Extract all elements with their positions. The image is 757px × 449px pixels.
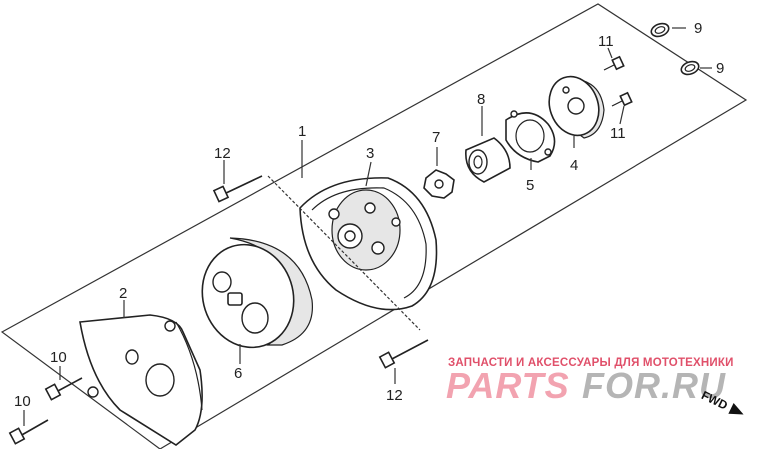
gasket — [505, 110, 556, 163]
label-part-8: 8 — [477, 91, 485, 108]
watermark-subtitle: ЗАПЧАСТИ И АКСЕССУАРЫ ДЛЯ МОТОТЕХНИКИ — [448, 357, 734, 369]
bolt-10-upper — [44, 377, 83, 401]
o-ring-upper — [650, 22, 670, 38]
label-part-9-upper: 9 — [694, 20, 702, 37]
outer-rotor — [465, 137, 511, 183]
inner-rotor — [423, 169, 455, 199]
label-part-11-lower: 11 — [610, 125, 626, 142]
label-part-5: 5 — [526, 177, 534, 194]
screw-lower — [611, 91, 633, 107]
drive-gear — [201, 237, 314, 349]
bolt-upper — [212, 175, 263, 203]
bolt-10-lower — [8, 419, 49, 445]
label-part-9-lower: 9 — [716, 60, 724, 77]
label-part-2: 2 — [119, 285, 127, 302]
screw-upper — [603, 55, 625, 71]
label-part-12-upper: 12 — [214, 145, 231, 162]
assembly-frame — [0, 3, 748, 449]
watermark-brand-right: FOR.RU — [582, 365, 726, 406]
label-part-6: 6 — [234, 365, 242, 382]
fwd-arrow-icon — [728, 402, 744, 415]
label-part-12-lower: 12 — [386, 387, 403, 404]
label-part-7: 7 — [432, 129, 440, 146]
pump-body — [299, 177, 438, 311]
o-ring-lower — [680, 60, 700, 76]
label-part-1: 1 — [298, 123, 306, 140]
label-part-3: 3 — [366, 145, 374, 162]
watermark: ЗАПЧАСТИ И АКСЕССУАРЫ ДЛЯ МОТОТЕХНИКИ PA… — [446, 357, 734, 406]
rear-cover — [79, 314, 203, 446]
watermark-brand-left: PARTS — [446, 365, 570, 406]
label-part-4: 4 — [570, 157, 578, 174]
label-part-10-lower: 10 — [14, 393, 31, 410]
label-part-11-upper: 11 — [598, 33, 614, 50]
leader-lines — [23, 27, 712, 426]
label-part-10-upper: 10 — [50, 349, 67, 366]
pump-cover — [548, 75, 605, 139]
bolt-lower — [378, 339, 429, 369]
